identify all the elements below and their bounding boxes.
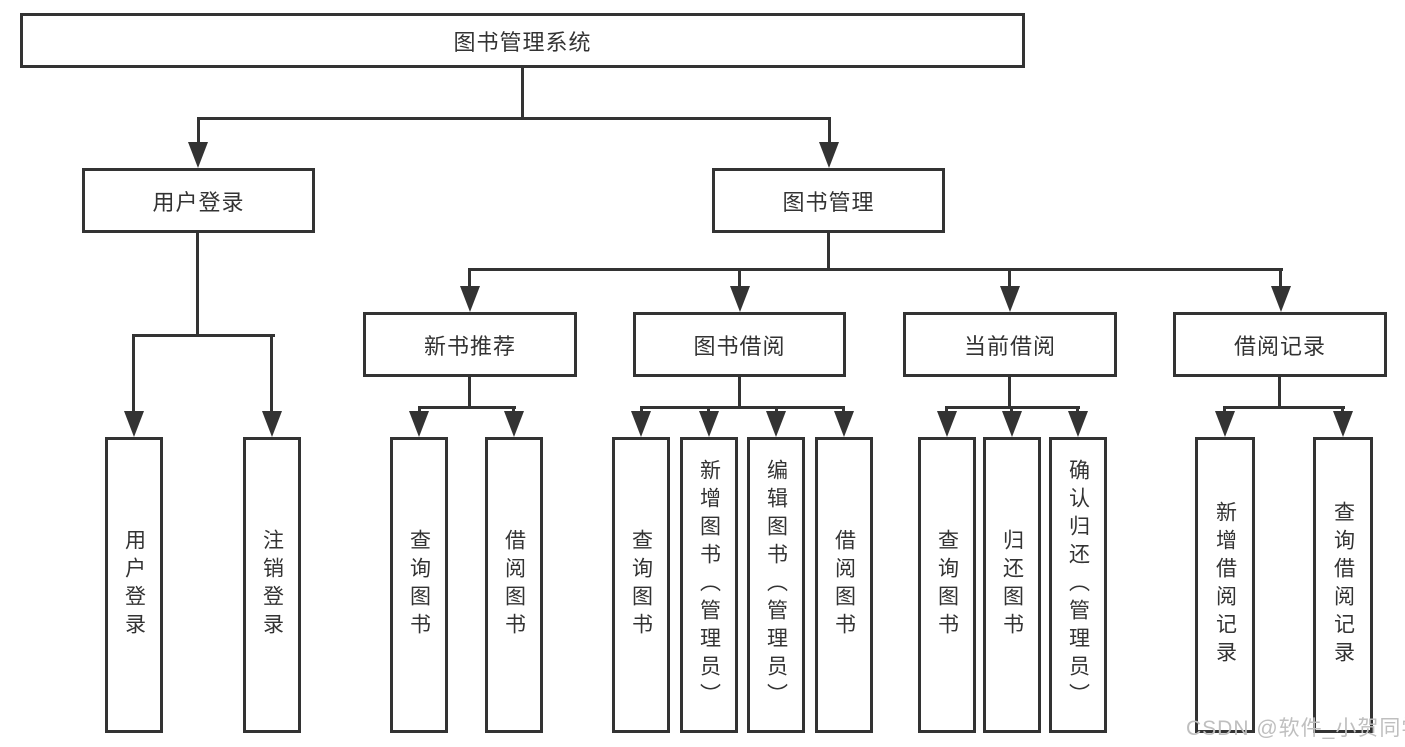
node-label: 注销登录 (260, 529, 284, 641)
arrowhead-down-icon (631, 411, 651, 437)
connector-borrow-record-stem (1278, 375, 1281, 409)
node-label: 编辑图书（管理员） (764, 459, 788, 711)
connector-current-borrow-stem (1008, 375, 1011, 409)
arrowhead-down-icon (1002, 411, 1022, 437)
connector-new-book-stem (468, 375, 471, 409)
arrowhead-down-icon (730, 286, 750, 312)
connector-group2-branch (418, 406, 516, 409)
node-label: 图书管理 (782, 189, 875, 215)
connector-stem (1279, 268, 1282, 290)
node-query-books-borrowing: 查询图书 (612, 437, 670, 733)
node-label: 查询图书 (407, 529, 431, 641)
node-label: 借阅图书 (502, 529, 526, 641)
node-query-borrow-record: 查询借阅记录 (1313, 437, 1373, 733)
connector-stem (468, 268, 471, 290)
connector-group3-branch (640, 406, 845, 409)
node-book-management: 图书管理 (712, 168, 945, 233)
node-logout: 注销登录 (243, 437, 301, 733)
node-query-books-current: 查询图书 (918, 437, 976, 733)
node-edit-book-admin: 编辑图书（管理员） (747, 437, 805, 733)
node-borrow-books-recommend: 借阅图书 (485, 437, 543, 733)
node-library-management-system: 图书管理系统 (20, 13, 1025, 68)
connector-level3-branch (469, 268, 1283, 271)
connector-group5-branch (1223, 406, 1345, 409)
node-borrowing-records: 借阅记录 (1173, 312, 1387, 377)
arrowhead-down-icon (1271, 286, 1291, 312)
node-label: 图书管理系统 (453, 29, 592, 55)
connector-level2-branch (197, 117, 831, 120)
node-user-login: 用户登录 (82, 168, 315, 233)
connector-stem (197, 117, 200, 147)
connector-group1-branch (133, 334, 275, 337)
arrowhead-down-icon (262, 411, 282, 437)
connector-stem (1008, 268, 1011, 290)
node-label: 图书借阅 (693, 333, 786, 359)
node-label: 新增图书（管理员） (697, 459, 721, 711)
node-borrow-books-borrowing: 借阅图书 (815, 437, 873, 733)
node-label: 借阅图书 (832, 529, 856, 641)
node-label: 归还图书 (1000, 529, 1024, 641)
arrowhead-down-icon (834, 411, 854, 437)
node-label: 新书推荐 (423, 333, 516, 359)
arrowhead-down-icon (504, 411, 524, 437)
node-label: 查询图书 (629, 529, 653, 641)
connector-stem (738, 268, 741, 290)
arrowhead-down-icon (699, 411, 719, 437)
watermark: CSDN @软件_小贺同学 (1186, 717, 1405, 740)
connector-book-borrow-stem (738, 375, 741, 409)
connector-group4-branch (946, 406, 1080, 409)
arrowhead-down-icon (409, 411, 429, 437)
connector-root-stem (521, 66, 524, 120)
node-add-book-admin: 新增图书（管理员） (680, 437, 738, 733)
node-label: 借阅记录 (1233, 333, 1326, 359)
node-label: 确认归还（管理员） (1066, 459, 1090, 711)
arrowhead-down-icon (1333, 411, 1353, 437)
arrowhead-down-icon (124, 411, 144, 437)
arrowhead-down-icon (188, 142, 208, 168)
arrowhead-down-icon (819, 142, 839, 168)
node-book-borrowing: 图书借阅 (633, 312, 846, 377)
node-return-book: 归还图书 (983, 437, 1041, 733)
arrowhead-down-icon (1068, 411, 1088, 437)
node-new-book-recommendation: 新书推荐 (363, 312, 577, 377)
node-label: 新增借阅记录 (1213, 501, 1237, 669)
connector-stem (270, 334, 273, 414)
connector-user-login-stem (196, 231, 199, 337)
node-label: 查询图书 (935, 529, 959, 641)
arrowhead-down-icon (937, 411, 957, 437)
node-add-borrow-record: 新增借阅记录 (1195, 437, 1255, 733)
arrowhead-down-icon (1000, 286, 1020, 312)
node-label: 用户登录 (152, 189, 245, 215)
node-current-borrowing: 当前借阅 (903, 312, 1117, 377)
node-query-books-recommend: 查询图书 (390, 437, 448, 733)
arrowhead-down-icon (460, 286, 480, 312)
connector-stem (132, 334, 135, 414)
node-user-login-leaf: 用户登录 (105, 437, 163, 733)
arrowhead-down-icon (1215, 411, 1235, 437)
node-label: 查询借阅记录 (1331, 501, 1355, 669)
connector-stem (828, 117, 831, 147)
node-label: 当前借阅 (963, 333, 1056, 359)
connector-book-mgmt-stem (827, 231, 830, 271)
node-confirm-return-admin: 确认归还（管理员） (1049, 437, 1107, 733)
node-label: 用户登录 (122, 529, 146, 641)
arrowhead-down-icon (766, 411, 786, 437)
